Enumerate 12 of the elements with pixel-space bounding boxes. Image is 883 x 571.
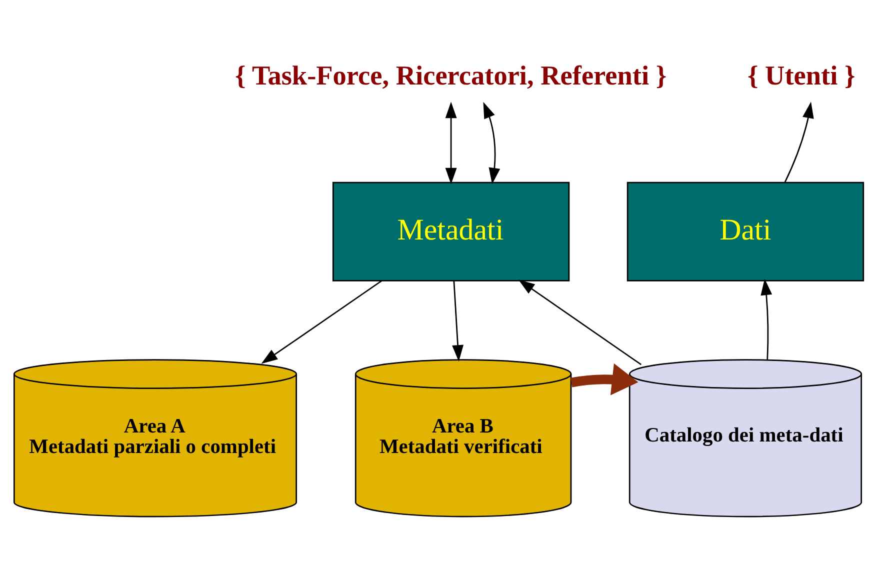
arrow xyxy=(518,280,642,366)
arrow xyxy=(483,102,500,184)
arrow xyxy=(452,280,464,362)
arrow xyxy=(784,102,814,183)
node-box: Metadati xyxy=(332,182,570,282)
arrow xyxy=(445,102,457,184)
arrow xyxy=(261,280,382,364)
arrow xyxy=(760,278,772,360)
arrow xyxy=(570,363,638,396)
node-text: { Utenti } xyxy=(748,60,856,90)
node-text: { Task-Force, Ricercatori, Referenti } xyxy=(234,60,667,90)
node-box: Dati xyxy=(626,182,864,282)
